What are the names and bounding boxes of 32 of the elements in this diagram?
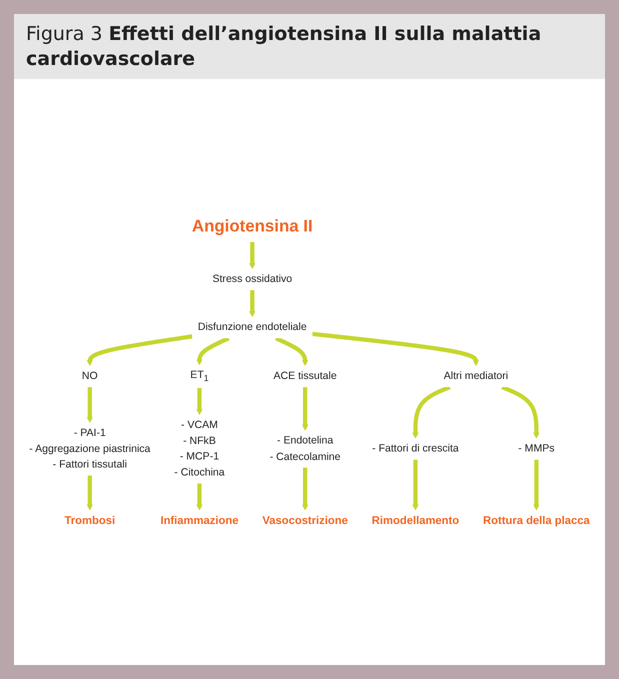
- arrow: [412, 460, 419, 511]
- arrow: [86, 476, 93, 511]
- arrow: [412, 386, 451, 439]
- node-text: Trombosi: [64, 515, 116, 528]
- node-text: Rimodellamento: [372, 515, 460, 528]
- node-text: - VCAM - NFkB - MCP-1 - Citochina: [174, 419, 225, 478]
- arrow: [533, 460, 540, 511]
- node-text: - Fattori di crescita: [372, 442, 459, 455]
- node-text: Rottura della placca: [483, 515, 590, 528]
- arrow: [274, 336, 308, 366]
- arrow: [196, 336, 230, 366]
- arrow: [86, 387, 93, 424]
- node-text: Stress ossidativo: [212, 273, 292, 286]
- node-text: ET$_{1}$: [190, 369, 209, 384]
- arrow: [249, 242, 256, 270]
- arrow: [86, 334, 193, 366]
- arrow: [196, 388, 203, 416]
- arrow: [312, 332, 479, 366]
- node-text: ACE tissutale: [274, 370, 337, 382]
- node-text: Vasocostrizione: [262, 515, 348, 528]
- node-text: Infiammazione: [160, 515, 238, 528]
- arrow: [196, 484, 203, 511]
- node-text: - PAI-1 - Aggregazione piastrinica - Fattori tissutali: [29, 427, 150, 471]
- node-text: Angiotensina II: [192, 217, 313, 236]
- arrow: [501, 386, 540, 439]
- node-text: - MMPs: [518, 442, 555, 455]
- arrow: [302, 387, 308, 431]
- figure-title: Figura 3 Effetti dell’angiotensina II sulla malattia cardiovascolare: [14, 14, 605, 80]
- arrow: [302, 468, 308, 511]
- arrow: [249, 290, 256, 318]
- node-text: - Endotelina - Catecolamine: [270, 434, 341, 463]
- node-text: NO: [82, 370, 98, 382]
